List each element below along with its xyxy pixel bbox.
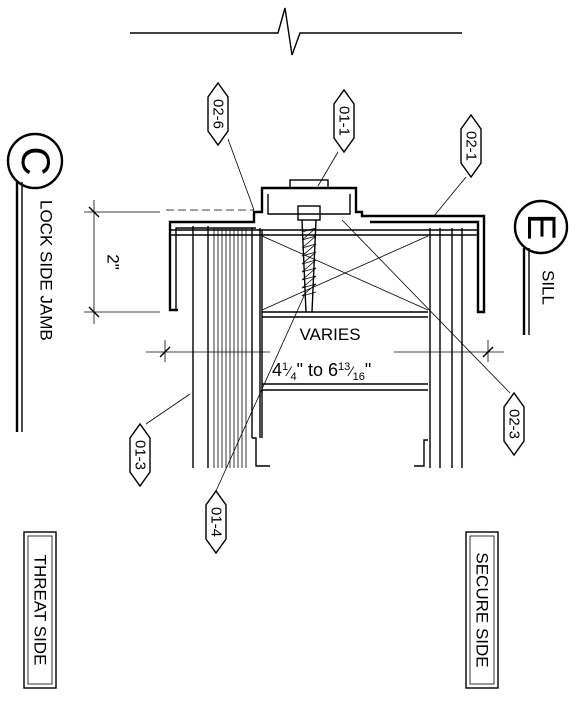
title-c-letter: C bbox=[13, 147, 57, 176]
callout-02-1: 02-1 bbox=[433, 113, 482, 217]
title-lock-side-jamb: C LOCK SIDE JAMB bbox=[6, 132, 64, 432]
title-sill: E SILL bbox=[513, 199, 569, 335]
range-label: 41⁄4" to 613⁄16" bbox=[272, 360, 371, 383]
fastener-screw bbox=[289, 179, 329, 313]
board-hatch bbox=[213, 228, 247, 468]
callout-02-3: 02-3 bbox=[341, 219, 525, 457]
threat-side-label: THREAT SIDE bbox=[31, 555, 50, 666]
svg-text:01-1: 01-1 bbox=[336, 106, 353, 136]
svg-text:01-3: 01-3 bbox=[132, 440, 149, 470]
threat-side-label-box: THREAT SIDE bbox=[23, 531, 57, 689]
svg-text:01-4: 01-4 bbox=[208, 507, 225, 537]
title-sill-label: SILL bbox=[539, 270, 558, 305]
break-line bbox=[130, 7, 462, 56]
frame-section bbox=[166, 179, 486, 468]
secure-side-label: SECURE SIDE bbox=[473, 552, 492, 667]
secure-side-label-box: SECURE SIDE bbox=[465, 531, 499, 689]
title-e-circle bbox=[513, 199, 569, 255]
varies-label: VARIES bbox=[299, 325, 360, 344]
title-lock-side-jamb-label: LOCK SIDE JAMB bbox=[37, 200, 56, 341]
callout-01-4: 01-4 bbox=[205, 295, 305, 555]
callout-01-1: 01-1 bbox=[317, 88, 355, 187]
svg-text:02-6: 02-6 bbox=[210, 99, 227, 129]
title-e-letter: E bbox=[519, 214, 563, 241]
title-c-circle bbox=[6, 132, 64, 190]
callout-02-6: 02-6 bbox=[207, 81, 255, 211]
svg-text:02-3: 02-3 bbox=[506, 409, 523, 439]
dimension-2in-label: 2" bbox=[104, 254, 123, 270]
svg-text:02-1: 02-1 bbox=[463, 131, 480, 161]
callout-01-3: 01-3 bbox=[129, 393, 191, 488]
dimension-2in: 2" bbox=[84, 200, 160, 324]
dimension-varies: VARIES 41⁄4" to 613⁄16" bbox=[146, 325, 504, 383]
